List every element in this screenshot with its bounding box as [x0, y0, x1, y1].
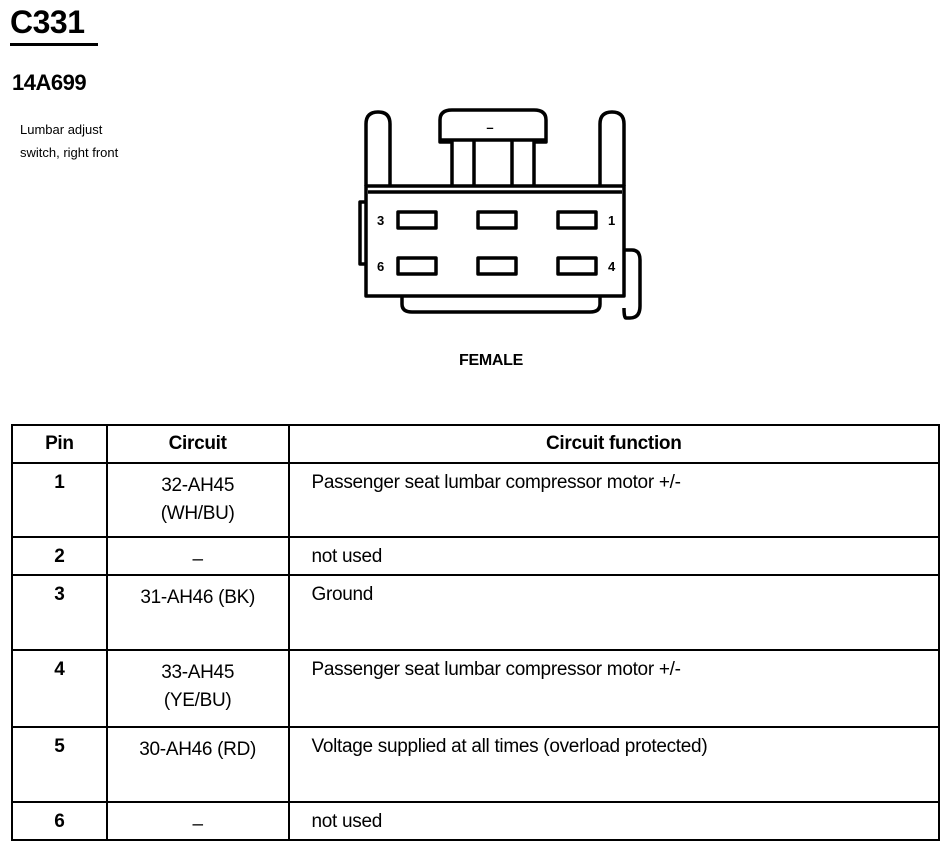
- pin-label-6: 6: [377, 259, 384, 274]
- table-row: 3 31-AH46 (BK) Ground: [11, 574, 940, 651]
- header-pin: Pin: [11, 424, 108, 464]
- table-header-row: Pin Circuit Circuit function: [11, 424, 940, 464]
- circuit-id: –: [105, 536, 290, 576]
- table-row: 4 33-AH45 (YE/BU) Passenger seat lumbar …: [11, 649, 940, 728]
- pin-number: 4: [11, 649, 108, 728]
- pin-cavity-2: [476, 210, 518, 230]
- connector-id-underline: [10, 43, 98, 46]
- header-function: Circuit function: [287, 424, 940, 464]
- circuit-line: 32-AH45: [161, 475, 235, 496]
- circuit-line: (WH/BU): [160, 503, 235, 524]
- top-latch: [438, 108, 548, 186]
- circuit-function: not used: [287, 801, 940, 841]
- pin-cavity-6: [396, 256, 438, 276]
- pin-cavity-1: [556, 210, 598, 230]
- pin-label-3: 3: [377, 213, 384, 228]
- connector-face-diagram: – 3 1 6 4: [358, 108, 642, 320]
- circuit-id: –: [105, 801, 290, 841]
- circuit-line: 33-AH45: [161, 662, 235, 683]
- table-row: 5 30-AH46 (RD) Voltage supplied at all t…: [11, 726, 940, 803]
- pin-cavity-4: [556, 256, 598, 276]
- table-row: 2 – not used: [11, 536, 940, 576]
- connector-description: Lumbar adjust switch, right front: [20, 118, 220, 164]
- pin-cavity-5: [476, 256, 518, 276]
- pin-number: 3: [11, 574, 108, 651]
- circuit-id: 33-AH45 (YE/BU): [105, 649, 290, 728]
- circuit-function: Passenger seat lumbar compressor motor +…: [287, 649, 940, 728]
- pin-label-tab: –: [486, 120, 493, 135]
- pin-label-4: 4: [608, 259, 616, 274]
- connector-body: [364, 184, 626, 298]
- circuit-id: 31-AH46 (BK): [105, 574, 290, 651]
- header-circuit: Circuit: [105, 424, 290, 464]
- pin-label-1: 1: [608, 213, 615, 228]
- circuit-id: 30-AH46 (RD): [105, 726, 290, 803]
- pin-number: 6: [11, 801, 108, 841]
- pin-number: 5: [11, 726, 108, 803]
- circuit-line: 30-AH46 (RD): [139, 739, 257, 760]
- circuit-function: not used: [287, 536, 940, 576]
- description-line-1: Lumbar adjust: [20, 122, 103, 137]
- pinout-table: Pin Circuit Circuit function 1 32-AH45 (…: [11, 424, 940, 841]
- table-row: 6 – not used: [11, 801, 940, 841]
- bottom-skirt: [400, 296, 602, 314]
- circuit-line: –: [192, 549, 204, 570]
- circuit-line: (YE/BU): [163, 690, 232, 711]
- circuit-line: 31-AH46 (BK): [140, 587, 255, 608]
- circuit-function: Voltage supplied at all times (overload …: [287, 726, 940, 803]
- pin-number: 1: [11, 462, 108, 538]
- gender-label: FEMALE: [459, 352, 523, 369]
- right-lock-tab: [622, 248, 642, 320]
- left-rib: [358, 200, 366, 266]
- circuit-function: Passenger seat lumbar compressor motor +…: [287, 462, 940, 538]
- pin-number: 2: [11, 536, 108, 576]
- circuit-id: 32-AH45 (WH/BU): [105, 462, 290, 538]
- table-row: 1 32-AH45 (WH/BU) Passenger seat lumbar …: [11, 462, 940, 538]
- connector-id: C331: [10, 4, 85, 40]
- circuit-function: Ground: [287, 574, 940, 651]
- right-post: [598, 110, 626, 186]
- part-number: 14A699: [12, 70, 87, 95]
- pin-cavity-3: [396, 210, 438, 230]
- circuit-line: –: [192, 814, 204, 835]
- description-line-2: switch, right front: [20, 145, 119, 160]
- left-post: [364, 110, 392, 186]
